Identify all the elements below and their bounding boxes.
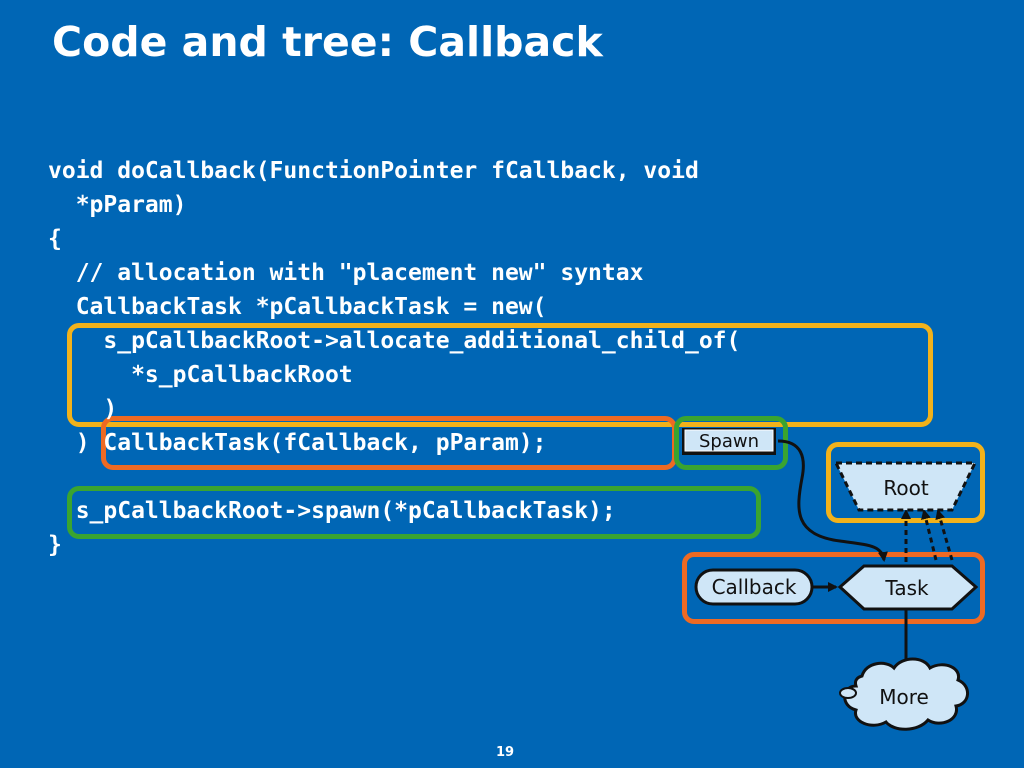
more-node: More <box>839 657 969 731</box>
extra-child-edge <box>921 509 938 561</box>
code-line: s_pCallbackRoot->spawn(*pCallbackTask); <box>48 498 616 524</box>
code-line: *s_pCallbackRoot <box>48 362 353 388</box>
root-highlight <box>826 442 985 523</box>
code-line: s_pCallbackRoot->allocate_additional_chi… <box>48 328 741 354</box>
callback-label: Callback <box>712 575 797 599</box>
task-row-highlight <box>682 552 985 624</box>
spawn-edge <box>777 439 888 562</box>
code-line: void doCallback(FunctionPointer fCallbac… <box>48 158 699 184</box>
code-line: CallbackTask *pCallbackTask = new( <box>48 294 547 320</box>
task-node: Task <box>837 564 979 611</box>
more-label: More <box>879 685 929 709</box>
slide-title: Code and tree: Callback <box>52 18 603 66</box>
code-line: } <box>48 532 62 558</box>
task-label: Task <box>884 576 929 600</box>
code-line: { <box>48 226 62 252</box>
root-node: Root <box>833 461 978 512</box>
spawn-label: Spawn <box>699 431 759 452</box>
code-line: ) CallbackTask(fCallback, pParam); <box>48 430 547 456</box>
allocate-highlight <box>67 323 933 427</box>
code-line: ) <box>48 396 118 422</box>
page-number: 19 <box>495 745 515 760</box>
spawn-label-box: Spawn <box>682 428 776 455</box>
extra-child-edge <box>935 509 954 561</box>
root-label: Root <box>883 476 928 500</box>
spawn-call-highlight <box>67 486 761 539</box>
code-line: *pParam) <box>48 192 187 218</box>
code-line: // allocation with "placement new" synta… <box>48 260 644 286</box>
callback-node: Callback <box>694 568 814 606</box>
